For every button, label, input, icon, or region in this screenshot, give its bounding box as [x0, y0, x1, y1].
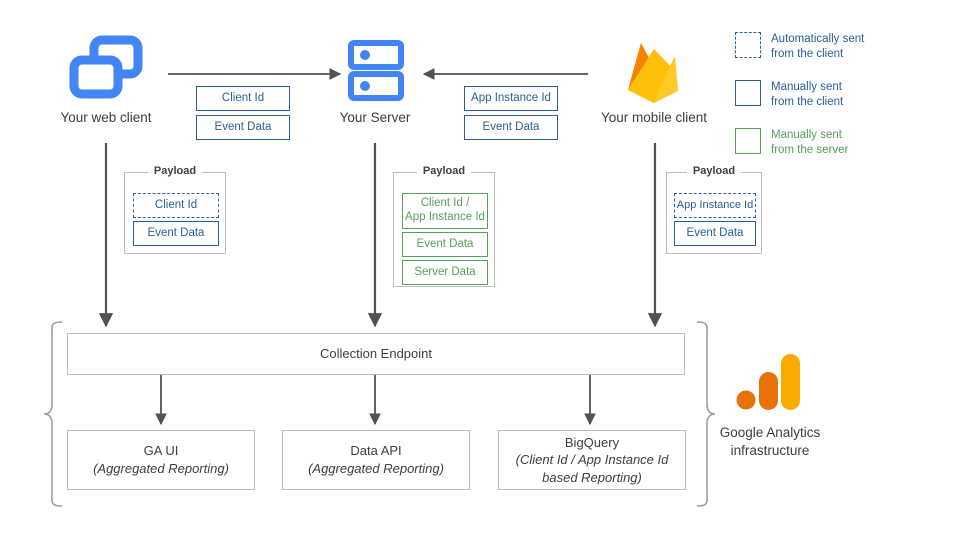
output-subtitle: (Aggregated Reporting)	[93, 461, 229, 476]
node-mobile-client-label: Your mobile client	[600, 110, 708, 125]
chip-app-instance-id: App Instance Id	[464, 86, 558, 111]
output-subtitle: (Client Id / App Instance Id based Repor…	[515, 452, 669, 485]
transfer-mobile-to-server: App Instance Id Event Data	[464, 86, 558, 140]
legend-swatch-dashed-blue	[735, 32, 761, 58]
ga-infrastructure-label-line1: Google Analytics	[719, 425, 821, 440]
collection-endpoint-label: Collection Endpoint	[319, 346, 433, 362]
payload-title: Payload	[416, 165, 472, 177]
legend-item-automatic-client: Automatically sent from the client	[735, 32, 955, 72]
legend-swatch-solid-green	[735, 128, 761, 154]
output-box-data-api[interactable]: Data API (Aggregated Reporting)	[282, 430, 470, 490]
payload-chip-event-data: Event Data	[402, 232, 488, 257]
server-rack-icon	[348, 40, 404, 101]
payload-mobile-client: Payload App Instance Id Event Data	[666, 165, 762, 254]
node-server	[348, 40, 404, 102]
node-mobile-client	[618, 36, 690, 108]
ga-infrastructure-label-line2: infrastructure	[730, 443, 810, 459]
firebase-flame-icon	[628, 43, 678, 103]
payload-chip-event-data: Event Data	[133, 221, 219, 246]
payload-chip-client-id: Client Id	[133, 193, 219, 218]
legend: Automatically sent from the client Manua…	[735, 32, 955, 168]
payload-chip-client-id-app-instance-id: Client Id / App Instance Id	[402, 193, 488, 229]
node-web-client-label: Your web client	[60, 110, 152, 125]
browser-windows-icon	[69, 35, 143, 99]
output-title: GA UI	[143, 443, 179, 459]
payload-title: Payload	[147, 165, 203, 177]
legend-label-line1: Automatically sent	[771, 33, 865, 45]
output-box-ga-ui[interactable]: GA UI (Aggregated Reporting)	[67, 430, 255, 490]
chip-event-data: Event Data	[464, 115, 558, 140]
chip-event-data: Event Data	[196, 115, 290, 140]
payload-server: Payload Client Id / App Instance Id Even…	[393, 165, 495, 287]
payload-chip-app-instance-id: App Instance Id	[674, 193, 756, 218]
collection-endpoint-box[interactable]: Collection Endpoint	[67, 333, 685, 375]
payload-web-client: Payload Client Id Event Data	[124, 165, 226, 254]
legend-swatch-solid-blue	[735, 80, 761, 106]
node-server-label: Your Server	[339, 110, 411, 125]
legend-item-manual-server: Manually sent from the server	[735, 128, 955, 168]
legend-label-line1: Manually sent	[771, 81, 842, 93]
legend-label-line2: from the client	[771, 96, 844, 109]
chip-client-id: Client Id	[196, 86, 290, 111]
ga-infrastructure-label: Google Analytics infrastructure	[690, 424, 850, 460]
output-subtitle: (Aggregated Reporting)	[308, 461, 444, 476]
payload-chip-event-data: Event Data	[674, 221, 756, 246]
payload-title: Payload	[686, 165, 742, 177]
payload-chip-server-data: Server Data	[402, 260, 488, 285]
legend-item-manual-client: Manually sent from the client	[735, 80, 955, 120]
output-title: BigQuery	[564, 434, 620, 450]
node-web-client	[56, 34, 156, 104]
legend-label-line2: from the client	[771, 48, 844, 61]
legend-label-line2: from the server	[771, 144, 849, 157]
legend-label-line1: Manually sent	[771, 129, 842, 141]
output-title: Data API	[350, 443, 402, 459]
google-analytics-logo	[735, 352, 805, 414]
google-analytics-icon	[736, 354, 800, 410]
output-box-bigquery[interactable]: BigQuery (Client Id / App Instance Id ba…	[498, 430, 686, 490]
transfer-web-to-server: Client Id Event Data	[196, 86, 290, 140]
